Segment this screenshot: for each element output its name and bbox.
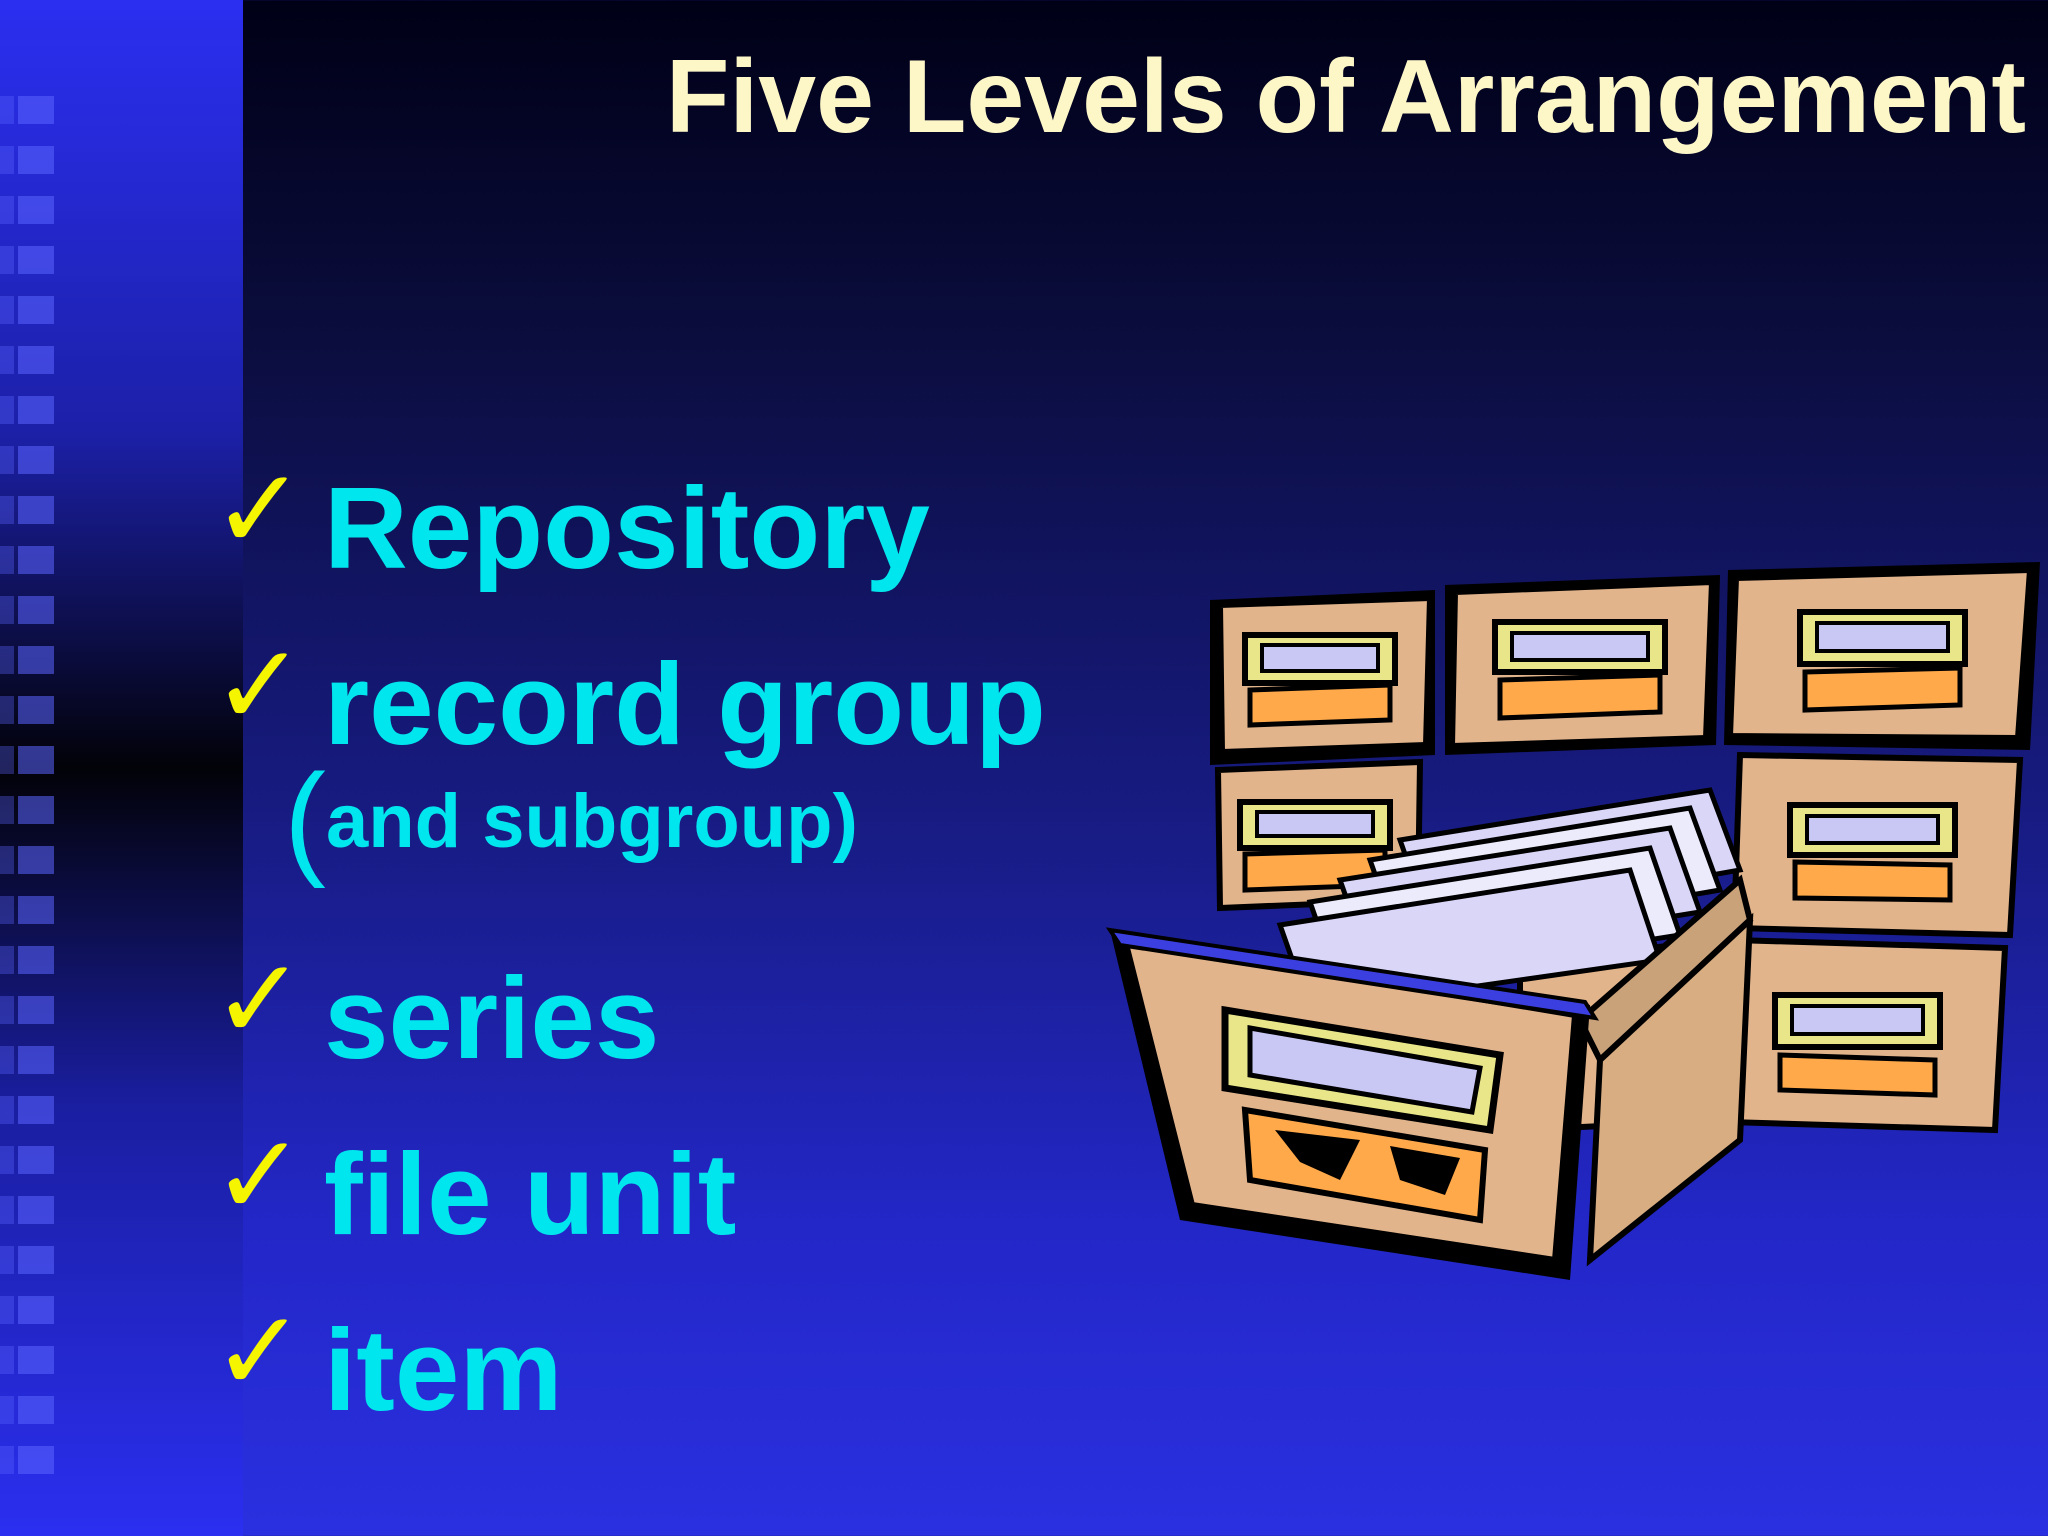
list-item-label: Repository	[324, 463, 930, 593]
list-item-record-group: ✓ record group	[212, 616, 1046, 792]
list-item-repository: ✓ Repository	[212, 440, 1046, 616]
arrangement-levels-list: ✓ Repository ✓ record group ( and subgro…	[212, 440, 1046, 1458]
subgroup-label: and subgroup)	[325, 779, 858, 864]
list-item-file-unit: ✓ file unit	[212, 1106, 1046, 1282]
list-item-series: ✓ series	[212, 930, 1046, 1106]
left-decorative-band	[0, 0, 243, 1536]
slide-title: Five Levels of Arrangement	[665, 39, 2026, 155]
drawer-handles	[1237, 609, 1968, 1098]
checkmark-icon: ✓	[212, 935, 306, 1065]
card-catalog-cabinet-icon	[1105, 562, 2040, 1280]
checkmark-icon: ✓	[212, 1287, 306, 1417]
list-item-label: record group	[324, 639, 1046, 769]
checkmark-icon: ✓	[212, 1111, 306, 1241]
checkmark-icon: ✓	[212, 621, 306, 751]
open-drawer	[1105, 874, 1754, 1280]
band-squares-inner	[18, 96, 54, 1496]
band-squares-outer	[0, 96, 14, 1496]
list-item-subgroup-note: ( and subgroup)	[212, 756, 1046, 930]
list-item-item: ✓ item	[212, 1282, 1046, 1458]
checkmark-icon: ✓	[212, 445, 306, 575]
list-item-label: file unit	[324, 1129, 737, 1259]
list-item-label: series	[324, 953, 660, 1083]
list-item-label: item	[324, 1305, 563, 1435]
subgroup-open-paren: (	[284, 748, 326, 889]
